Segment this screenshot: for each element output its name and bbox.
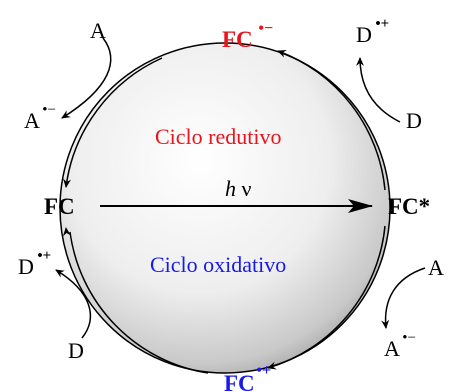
fc-radical-cation: FC •+ xyxy=(224,362,271,392)
fc-ground-state: FC xyxy=(44,194,75,219)
donor-radical-cation-top-right: D •+ xyxy=(356,16,389,47)
fc-radical-anion-label: FC xyxy=(222,27,253,52)
fc-radical-cation-charge: •+ xyxy=(256,362,271,379)
cycle-sphere xyxy=(59,42,391,374)
arrow-d-to-d-cation-top xyxy=(356,57,401,123)
oxidative-cycle-label: Ciclo oxidativo xyxy=(150,252,286,277)
fc-radical-anion: FC •− xyxy=(222,20,273,52)
donor-bottom-left: D xyxy=(68,338,84,363)
arrow-a-to-a-anion xyxy=(61,37,112,119)
cycle-arrow-fc-cation-to-fc-left xyxy=(69,231,209,374)
donor-radical-cation-bottom-left: D •+ xyxy=(18,248,51,279)
acceptor-radical-anion-bottom-right: A •− xyxy=(384,330,416,361)
hv-nu: ν xyxy=(242,176,252,201)
hv-label: h ν xyxy=(225,176,252,201)
hv-h: h xyxy=(225,176,236,201)
cycle-arrow-fc-excited-to-fc-cation xyxy=(267,225,386,370)
donor-top-right: D xyxy=(406,108,422,133)
cycle-arrow-fc-excited-to-fc-anion xyxy=(277,50,386,191)
arrow-d-to-d-cation-bottom xyxy=(55,269,91,339)
fc-excited-state: FC* xyxy=(388,194,430,219)
reductive-cycle-label: Ciclo redutivo xyxy=(155,124,281,149)
acceptor-bottom-right: A xyxy=(428,255,444,280)
fc-radical-anion-charge: •− xyxy=(258,20,273,37)
fc-radical-cation-label: FC xyxy=(224,371,255,392)
cycle-arrow-fc-anion-to-fc xyxy=(63,57,163,188)
arrow-a-to-a-anion-bottom xyxy=(381,267,426,329)
acceptor-radical-anion-top-left: A •− xyxy=(24,102,56,133)
acceptor-top-left: A xyxy=(90,18,106,43)
